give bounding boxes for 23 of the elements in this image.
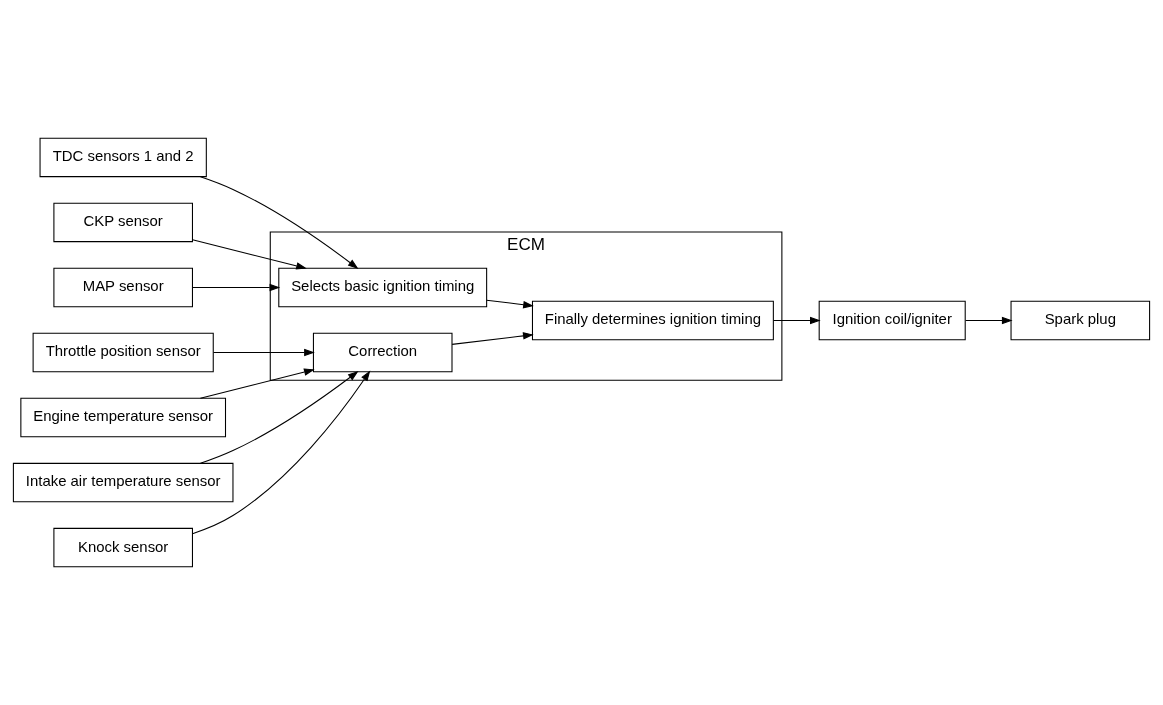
arrow <box>213 348 315 357</box>
arrow <box>451 332 534 345</box>
arrow <box>486 299 534 309</box>
arrow <box>192 239 307 270</box>
node-box: Knock sensor <box>53 527 193 568</box>
node-box: MAP sensor <box>53 267 193 308</box>
node-box: Selects basic ignition timing <box>278 267 488 308</box>
node-box: Finally determines ignition timing <box>531 300 774 341</box>
arrow <box>192 370 371 535</box>
arrow <box>773 316 821 325</box>
node-box: Spark plug <box>1010 300 1151 341</box>
arrow <box>192 283 281 292</box>
node-box: Intake air temperature sensor <box>12 462 234 503</box>
node-box: Engine temperature sensor <box>20 397 227 438</box>
node-box: CKP sensor <box>53 202 193 243</box>
node-box: Correction <box>312 332 453 373</box>
arrow <box>199 368 315 399</box>
arrow <box>965 316 1013 325</box>
arrow <box>199 176 359 270</box>
node-box: Throttle position sensor <box>32 332 214 373</box>
arrow <box>199 370 359 464</box>
node-box: Ignition coil/igniter <box>818 300 966 341</box>
node-box: TDC sensors 1 and 2 <box>39 137 207 178</box>
